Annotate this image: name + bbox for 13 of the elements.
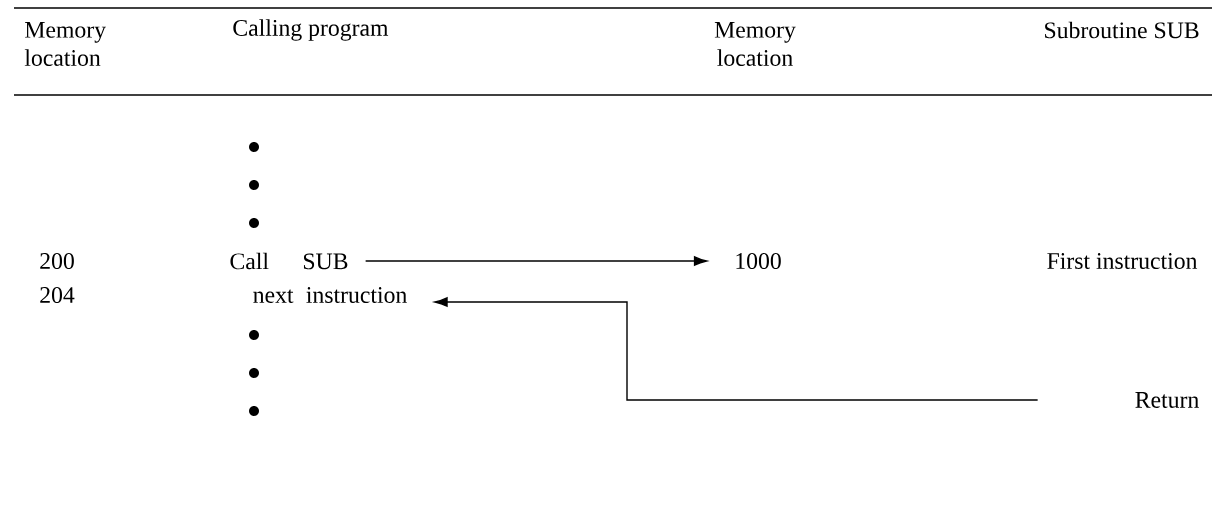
memory-address: 200 xyxy=(40,253,74,269)
arrow xyxy=(364,256,708,266)
column-header: Calling program xyxy=(233,19,389,41)
instruction-text: First instruction xyxy=(1047,253,1198,269)
column-header: Subroutine SUB xyxy=(1045,21,1199,39)
column-header: Memory location xyxy=(24,22,106,66)
column-header: Memory location xyxy=(714,22,796,66)
memory-address: 1000 xyxy=(736,253,781,269)
return-label: Return xyxy=(1135,392,1199,408)
instruction-text: next instruction xyxy=(253,287,407,303)
arrow xyxy=(434,297,1039,401)
memory-address: 204 xyxy=(40,287,75,303)
instruction-text: Call SUB xyxy=(230,252,348,270)
